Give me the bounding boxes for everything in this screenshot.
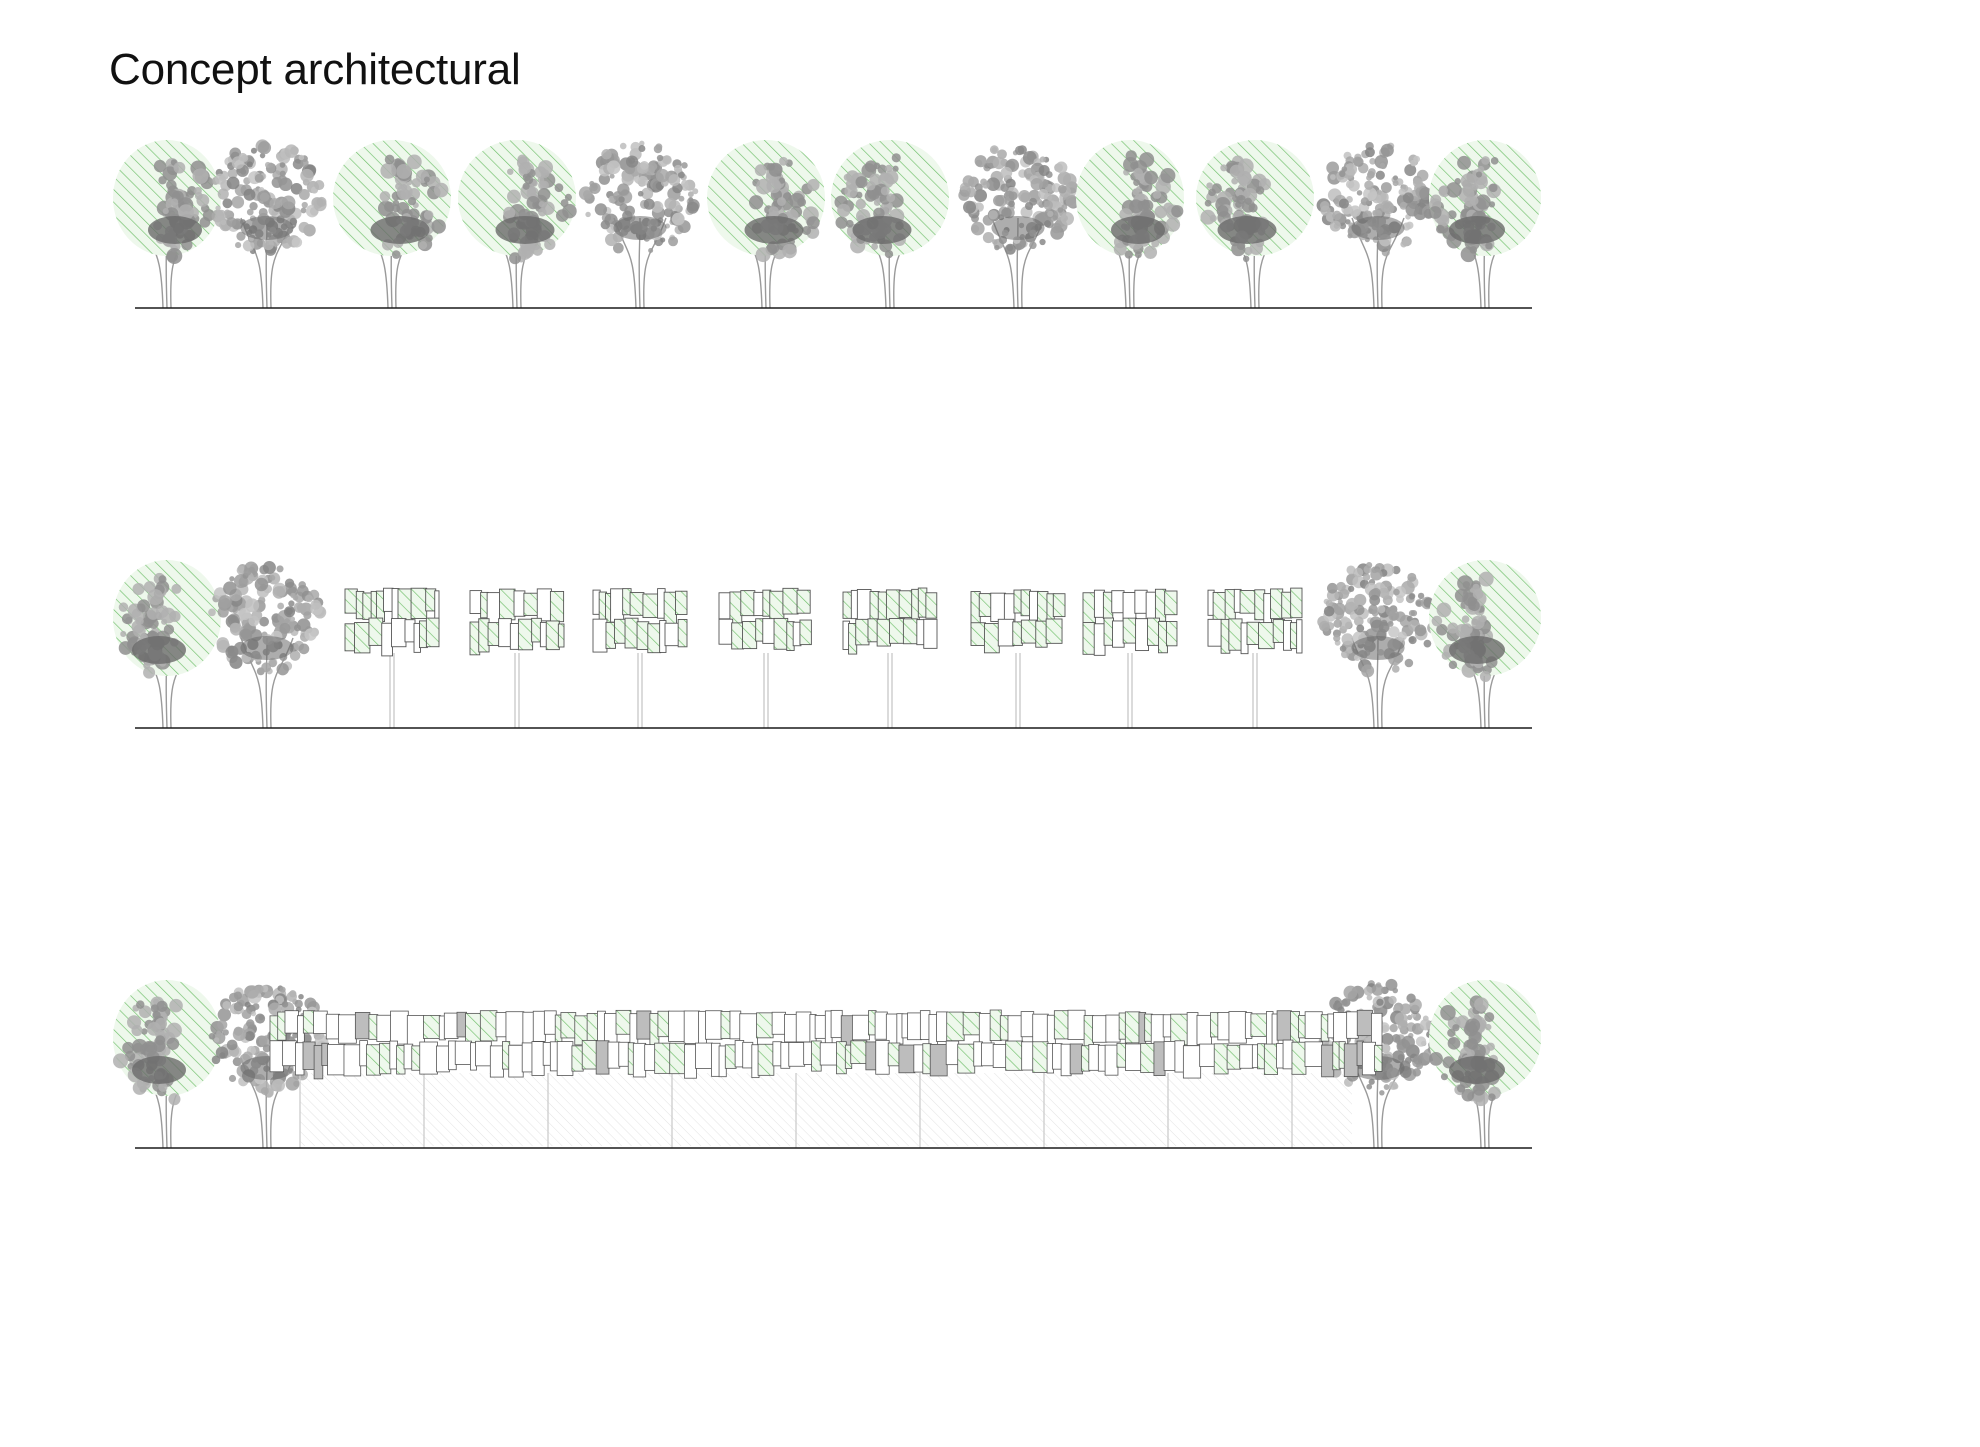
tree-dense (1317, 562, 1439, 729)
tree-hatched (1429, 560, 1541, 729)
panel-module (469, 588, 565, 728)
continuous-facade (269, 1009, 1383, 1148)
tree-hatched (1428, 140, 1541, 309)
tree-hatched (707, 140, 825, 309)
elevation-row-trees (113, 139, 1541, 309)
tree-hatched (1076, 140, 1184, 309)
tree-dense (1316, 142, 1438, 309)
tree-hatched (113, 140, 221, 309)
panel-module (842, 587, 938, 728)
tree-hatched (333, 140, 451, 309)
tree-dense (208, 561, 327, 729)
panel-module (1082, 588, 1178, 728)
tree-hatched (458, 140, 577, 309)
tree-hatched (831, 140, 949, 309)
tree-dense (211, 139, 327, 309)
page-title: Concept architectural (109, 45, 521, 94)
tree-hatched (1429, 980, 1541, 1149)
panel-module (970, 589, 1066, 728)
panel-module (1207, 587, 1303, 728)
panel-module (344, 587, 440, 728)
tree-dense (958, 145, 1080, 309)
elevation-row-continuous (112, 978, 1541, 1149)
panel-module (718, 587, 812, 728)
tree-hatched (112, 980, 221, 1149)
tree-hatched (1196, 140, 1314, 309)
tree-hatched (113, 560, 221, 729)
elevation-row-modules (113, 560, 1541, 729)
tree-dense (578, 140, 700, 309)
panel-module (592, 588, 688, 728)
